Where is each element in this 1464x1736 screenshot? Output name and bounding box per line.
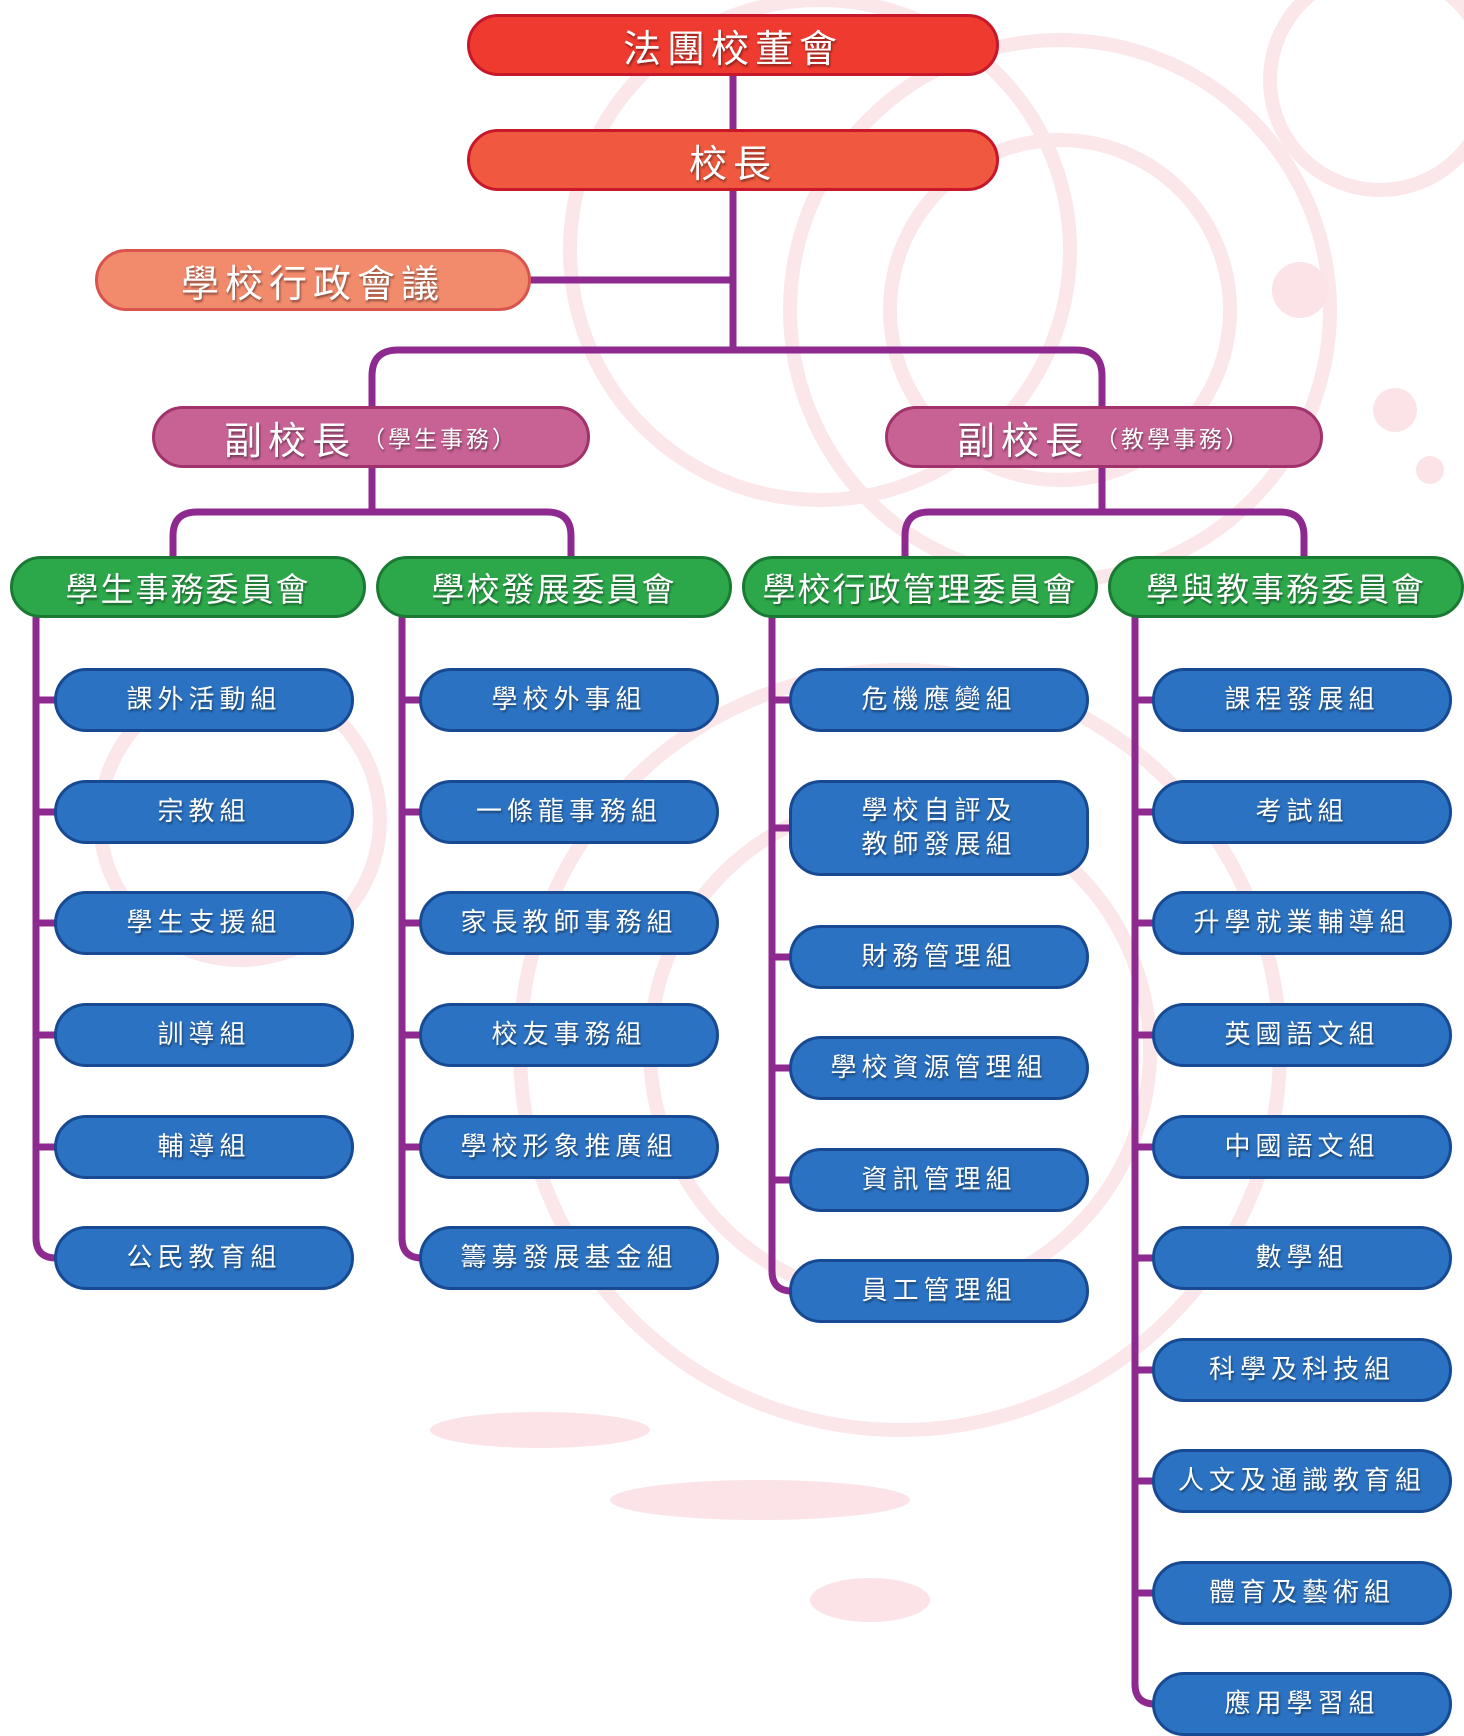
unit-box: 家長教師事務組 xyxy=(419,891,719,955)
unit-box: 考試組 xyxy=(1152,780,1452,844)
vice-principal-student-affairs: 副校長 （學生事務） xyxy=(152,406,590,468)
unit-box: 體育及藝術組 xyxy=(1152,1561,1452,1625)
unit-box: 學校資源管理組 xyxy=(789,1036,1089,1100)
vice-principal-portfolio: （學生事務） xyxy=(362,427,518,453)
committee-school-admin-management: 學校行政管理委員會 xyxy=(742,556,1098,618)
connector-vp-bus xyxy=(368,346,1106,410)
unit-box: 人文及通識教育組 xyxy=(1152,1449,1452,1513)
committee-learning-teaching: 學與教事務委員會 xyxy=(1108,556,1464,618)
vice-principal-portfolio: （教學事務） xyxy=(1095,427,1251,453)
unit-box: 員工管理組 xyxy=(789,1259,1089,1323)
connector-spine xyxy=(1131,614,1156,1708)
unit-box: 科學及科技組 xyxy=(1152,1338,1452,1402)
unit-box: 學校形象推廣組 xyxy=(419,1115,719,1179)
unit-box: 英國語文組 xyxy=(1152,1003,1452,1067)
committee-school-development: 學校發展委員會 xyxy=(376,556,732,618)
unit-box: 公民教育組 xyxy=(54,1226,354,1290)
unit-box: 升學就業輔導組 xyxy=(1152,891,1452,955)
committee-student-affairs: 學生事務委員會 xyxy=(10,556,366,618)
unit-box: 應用學習組 xyxy=(1152,1672,1452,1736)
unit-box: 課程發展組 xyxy=(1152,668,1452,732)
unit-box: 校友事務組 xyxy=(419,1003,719,1067)
principal-node: 校長 xyxy=(467,129,999,191)
vice-principal-teaching-affairs: 副校長 （教學事務） xyxy=(885,406,1323,468)
board-node: 法團校董會 xyxy=(467,14,999,76)
unit-box: 學校外事組 xyxy=(419,668,719,732)
connector-spine xyxy=(32,614,58,1262)
unit-box: 學生支援組 xyxy=(54,891,354,955)
unit-box: 數學組 xyxy=(1152,1226,1452,1290)
school-admin-council-node: 學校行政會議 xyxy=(95,249,531,311)
unit-box: 輔導組 xyxy=(54,1115,354,1179)
connector-committee-bus-right xyxy=(901,508,1308,560)
unit-box: 財務管理組 xyxy=(789,925,1089,989)
unit-box: 宗教組 xyxy=(54,780,354,844)
unit-box: 一條龍事務組 xyxy=(419,780,719,844)
connector-committee-bus-left xyxy=(169,508,575,560)
unit-box: 訓導組 xyxy=(54,1003,354,1067)
unit-box: 資訊管理組 xyxy=(789,1148,1089,1212)
connector-spine xyxy=(398,614,423,1262)
vice-principal-title: 副校長 xyxy=(956,418,1089,463)
unit-box: 危機應變組 xyxy=(789,668,1089,732)
vice-principal-title: 副校長 xyxy=(223,418,356,463)
unit-box: 籌募發展基金組 xyxy=(419,1226,719,1290)
unit-box: 中國語文組 xyxy=(1152,1115,1452,1179)
unit-box: 學校自評及 教師發展組 xyxy=(789,780,1089,876)
unit-box: 課外活動組 xyxy=(54,668,354,732)
